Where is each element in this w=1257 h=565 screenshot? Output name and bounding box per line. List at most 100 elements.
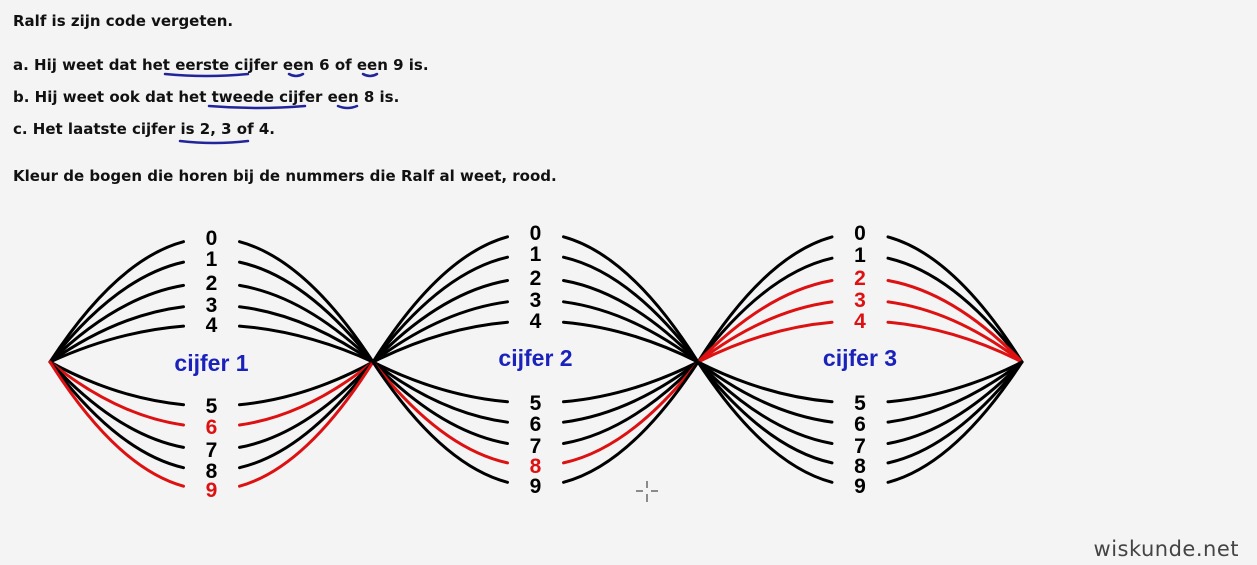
digit-label-0: 0 — [206, 227, 218, 250]
arc-digit-4-right — [238, 324, 375, 364]
digit-label-8: 8 — [530, 455, 542, 478]
arc-digit-5-right — [238, 360, 375, 407]
arc-digit-6-right — [886, 360, 1024, 424]
hint-b: b. Hij weet ook dat het tweede cijfer ee… — [13, 88, 400, 106]
digit-label-4: 4 — [530, 310, 542, 333]
digit-label-9: 9 — [530, 475, 542, 498]
digit-label-7: 7 — [854, 435, 866, 458]
crosshair-cursor-icon — [636, 481, 658, 502]
arc-digit-4-left — [48, 324, 185, 364]
arc-digit-0-left — [48, 240, 185, 364]
arc-digit-7-left — [371, 360, 509, 445]
arc-digit-3-right — [562, 300, 700, 364]
handwritten-underlines — [163, 72, 379, 145]
arc-digit-2-right — [562, 279, 700, 364]
arc-digit-7-left — [696, 360, 834, 445]
arc-digit-8-left — [696, 360, 834, 465]
arc-digit-2-left — [48, 283, 185, 364]
arc-digit-6-right — [562, 360, 700, 424]
title: Ralf is zijn code vergeten. — [13, 12, 234, 30]
arc-digit-9-right — [562, 360, 700, 484]
arc-digit-1-right — [886, 256, 1024, 364]
arc-digit-7-left — [48, 360, 185, 449]
arc-digit-8-right — [238, 360, 375, 470]
arc-digit-0-left — [371, 235, 509, 364]
underline-eerste-cijfer — [163, 72, 250, 78]
arc-digit-9-right — [238, 360, 375, 488]
arc-digit-0-right — [562, 235, 700, 364]
arc-digit-8-right — [886, 360, 1024, 465]
arc-digit-3-left — [696, 300, 834, 364]
arc-digit-3-right — [238, 305, 375, 364]
arc-digit-8-left — [371, 360, 509, 465]
digit-label-8: 8 — [206, 460, 218, 483]
arc-digit-9-left — [371, 360, 509, 484]
digit-label-5: 5 — [854, 392, 866, 415]
digit-label-3: 3 — [530, 289, 542, 312]
arc-digit-4-left — [696, 320, 834, 364]
arc-digit-0-right — [238, 240, 375, 364]
arc-digit-6-left — [371, 360, 509, 424]
arc-digit-0-left — [696, 235, 834, 364]
arc-digit-2-left — [371, 279, 509, 364]
arc-digit-8-right — [562, 360, 700, 465]
digit-label-9: 9 — [854, 475, 866, 498]
watermark: wiskunde.net — [1093, 537, 1239, 561]
digit-label-8: 8 — [854, 455, 866, 478]
underline-6 — [287, 72, 305, 78]
arc-digit-9-left — [48, 360, 185, 488]
digit-label-7: 7 — [206, 439, 218, 462]
digit-label-5: 5 — [206, 395, 218, 418]
arc-digit-4-left — [371, 320, 509, 364]
arc-digit-5-left — [48, 360, 185, 407]
arc-digit-7-right — [238, 360, 375, 449]
underline-9 — [361, 72, 379, 78]
arc-digit-4-right — [562, 320, 700, 364]
wheel-label: cijfer 3 — [823, 345, 897, 371]
digit-label-2: 2 — [206, 272, 218, 295]
arc-digit-5-right — [886, 360, 1024, 404]
digit-label-4: 4 — [854, 310, 866, 333]
arc-digit-6-left — [48, 360, 185, 427]
arc-digit-7-right — [562, 360, 700, 445]
underline-tweede-cijfer — [207, 104, 307, 110]
arc-digit-2-left — [696, 279, 834, 364]
digit-label-9: 9 — [206, 479, 218, 502]
arc-digit-8-left — [48, 360, 185, 470]
digit-label-5: 5 — [530, 392, 542, 415]
arc-digit-2-right — [238, 283, 375, 364]
wheel-label: cijfer 1 — [174, 350, 248, 376]
arc-digit-7-right — [886, 360, 1024, 445]
arc-digit-2-right — [886, 279, 1024, 364]
underline-2-3-of-4 — [178, 139, 250, 145]
digit-label-4: 4 — [206, 314, 218, 337]
arc-digit-1-left — [696, 256, 834, 364]
arc-digit-1-left — [371, 255, 509, 364]
arc-digit-5-left — [371, 360, 509, 404]
digit-label-2: 2 — [854, 267, 866, 290]
arc-digit-3-left — [371, 300, 509, 364]
digit-label-0: 0 — [854, 222, 866, 245]
arc-digit-3-left — [48, 305, 185, 364]
arc-digit-1-left — [48, 260, 185, 364]
arc-digit-9-left — [696, 360, 834, 484]
arc-digit-5-left — [696, 360, 834, 404]
digit-label-1: 1 — [854, 244, 866, 267]
arc-digit-3-right — [886, 300, 1024, 364]
hint-a: a. Hij weet dat het eerste cijfer een 6 … — [13, 56, 429, 74]
digit-label-6: 6 — [854, 413, 866, 436]
arc-digit-5-right — [562, 360, 700, 404]
arc-digit-0-right — [886, 235, 1024, 364]
digit-label-1: 1 — [530, 243, 542, 266]
arc-digit-1-right — [238, 260, 375, 364]
arc-digit-4-right — [886, 320, 1024, 364]
arc-digit-1-right — [562, 255, 700, 364]
arc-digit-6-right — [238, 360, 375, 427]
underline-8 — [336, 104, 359, 110]
digit-label-2: 2 — [530, 267, 542, 290]
digit-label-6: 6 — [206, 416, 218, 439]
